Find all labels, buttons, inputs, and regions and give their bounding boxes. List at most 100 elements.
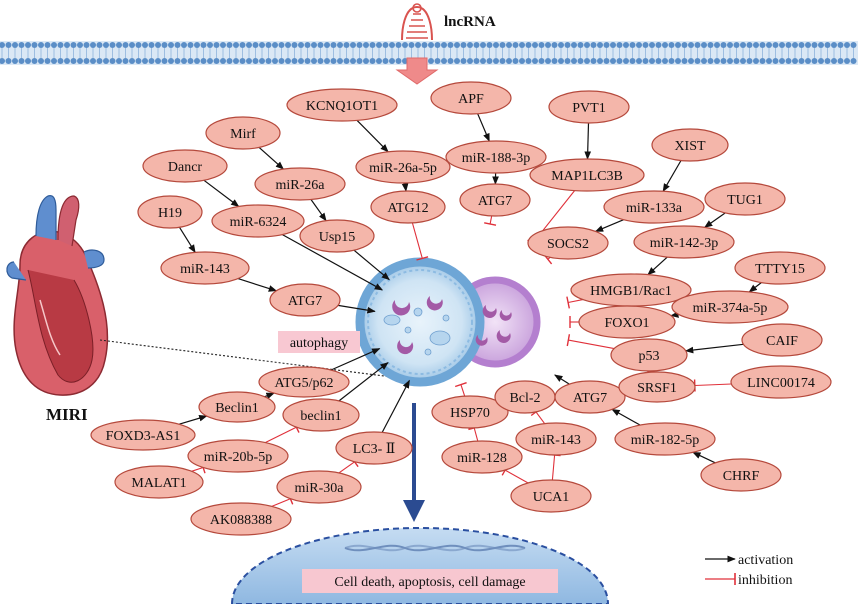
phospholipid-head-bottom xyxy=(148,58,155,64)
phospholipid-head-bottom xyxy=(629,58,636,64)
phospholipid-head-bottom xyxy=(38,58,44,64)
phospholipid-head-bottom xyxy=(434,58,441,64)
node-ellipse-srsf1 xyxy=(618,371,696,403)
phospholipid-head-bottom xyxy=(311,58,317,64)
phospholipid-head-top xyxy=(103,42,109,48)
phospholipid-head-bottom xyxy=(525,58,532,64)
node-mir26a5p: miR-26a-5p xyxy=(355,150,451,184)
edge-mir133a-to-socs2 xyxy=(594,219,624,232)
phospholipid-head-top xyxy=(317,42,324,48)
node-label-map1lc3b: MAP1LC3B xyxy=(551,169,623,184)
node-label-atg5: ATG5/p62 xyxy=(274,376,333,391)
node-label-mir133a: miR-133a xyxy=(626,201,683,216)
node-ellipse-apf xyxy=(430,81,512,115)
phospholipid-head-bottom xyxy=(486,58,493,64)
phospholipid-head-bottom xyxy=(798,58,805,64)
node-ellipse-atg7b xyxy=(269,283,341,317)
phospholipid-head-bottom xyxy=(18,58,25,64)
edge-mir26a5p-to-atg12 xyxy=(401,182,409,192)
phospholipid-head-top xyxy=(740,42,746,48)
edge-mir26a-to-usp15 xyxy=(310,199,327,222)
node-label-hmgb1: HMGB1/Rac1 xyxy=(590,284,672,299)
phospholipid-head-top xyxy=(285,42,291,48)
phospholipid-head-bottom xyxy=(77,58,83,64)
phospholipid-head-top xyxy=(64,42,70,48)
node-label-linc00174: LINC00174 xyxy=(747,376,815,391)
phospholipid-head-bottom xyxy=(766,58,772,64)
phospholipid-head-top xyxy=(389,42,395,48)
node-ellipse-uca1 xyxy=(510,479,592,513)
phospholipid-head-bottom xyxy=(519,58,525,64)
edge-mir143a-to-atg7b xyxy=(237,278,278,292)
node-ttty15: TTTY15 xyxy=(734,251,826,285)
phospholipid-head-top xyxy=(265,42,272,48)
node-ellipse-xist xyxy=(651,128,729,162)
node-hsp70: HSP70 xyxy=(431,395,509,429)
phospholipid-head-bottom xyxy=(805,58,811,64)
phospholipid-head-bottom xyxy=(187,58,194,64)
inhibition-bar-hsp70-to-autophagy xyxy=(454,382,467,388)
node-mir26a: miR-26a xyxy=(254,167,346,201)
edge-beclin1b-to-autophagy xyxy=(338,362,389,402)
phospholipid-head-top xyxy=(441,42,447,48)
phospholipid-head-bottom xyxy=(603,58,610,64)
node-label-beclin1a: Beclin1 xyxy=(215,401,259,416)
phospholipid-head-top xyxy=(38,42,44,48)
phospholipid-head-top xyxy=(376,42,382,48)
phospholipid-head-bottom xyxy=(0,58,5,64)
phospholipid-head-top xyxy=(90,42,96,48)
phospholipid-head-bottom xyxy=(142,58,148,64)
phospholipid-head-top xyxy=(142,42,148,48)
node-mirf: Mirf xyxy=(205,116,281,150)
node-p53: p53 xyxy=(610,338,688,372)
phospholipid-head-top xyxy=(636,42,642,48)
node-ellipse-caif xyxy=(741,323,823,357)
node-caif: CAIF xyxy=(741,323,823,357)
node-label-mir26a: miR-26a xyxy=(276,178,326,193)
node-ellipse-atg12 xyxy=(370,190,446,224)
node-label-p53: p53 xyxy=(639,349,660,364)
phospholipid-head-top xyxy=(837,42,844,48)
inhibition-bar-atg12-to-autophagy xyxy=(416,256,429,261)
node-label-mir1825p: miR-182-5p xyxy=(631,433,699,448)
cell-membrane xyxy=(0,41,858,65)
node-map1lc3b: MAP1LC3B xyxy=(529,158,645,192)
phospholipid-head-top xyxy=(506,42,512,48)
miri-label: MIRI xyxy=(46,405,88,424)
phospholipid-head-top xyxy=(668,42,675,48)
phospholipid-head-top xyxy=(694,42,701,48)
phospholipid-head-top xyxy=(642,42,649,48)
edge-tug1-to-mir1423p xyxy=(704,212,726,228)
phospholipid-head-bottom xyxy=(467,58,473,64)
phospholipid-head-bottom xyxy=(363,58,369,64)
phospholipid-head-top xyxy=(369,42,376,48)
node-label-atg12: ATG12 xyxy=(387,201,428,216)
node-label-atg7b: ATG7 xyxy=(288,294,322,309)
phospholipid-head-top xyxy=(200,42,207,48)
phospholipid-head-top xyxy=(18,42,25,48)
phospholipid-head-bottom xyxy=(675,58,681,64)
phospholipid-head-bottom xyxy=(655,58,662,64)
phospholipid-head-top xyxy=(603,42,610,48)
phospholipid-head-bottom xyxy=(265,58,272,64)
phospholipid-head-bottom xyxy=(545,58,551,64)
phospholipid-head-top xyxy=(850,42,857,48)
edge-xist-to-mir133a xyxy=(662,160,682,193)
edge-h19-to-mir143a xyxy=(178,226,196,254)
node-ellipse-mirf xyxy=(205,116,281,150)
phospholipid-head-top xyxy=(558,42,564,48)
node-label-xist: XIST xyxy=(674,139,706,154)
lncrna-hairpin-icon xyxy=(401,3,433,41)
phospholipid-head-bottom xyxy=(649,58,655,64)
phospholipid-head-top xyxy=(590,42,597,48)
node-mir6324: miR-6324 xyxy=(211,204,305,238)
phospholipid-head-top xyxy=(356,42,363,48)
phospholipid-head-bottom xyxy=(428,58,434,64)
edge-foxd3-to-beclin1a xyxy=(179,414,208,425)
edge-kcnq1ot1-to-mir26a5p xyxy=(356,119,389,153)
heart-to-cell-dotted-connector xyxy=(99,339,393,378)
edge-mir1825p-to-atg7c xyxy=(611,408,641,426)
phospholipid-head-bottom xyxy=(122,58,129,64)
edge-mir6324-to-autophagy xyxy=(282,234,384,291)
node-label-mir143b: miR-143 xyxy=(531,433,581,448)
